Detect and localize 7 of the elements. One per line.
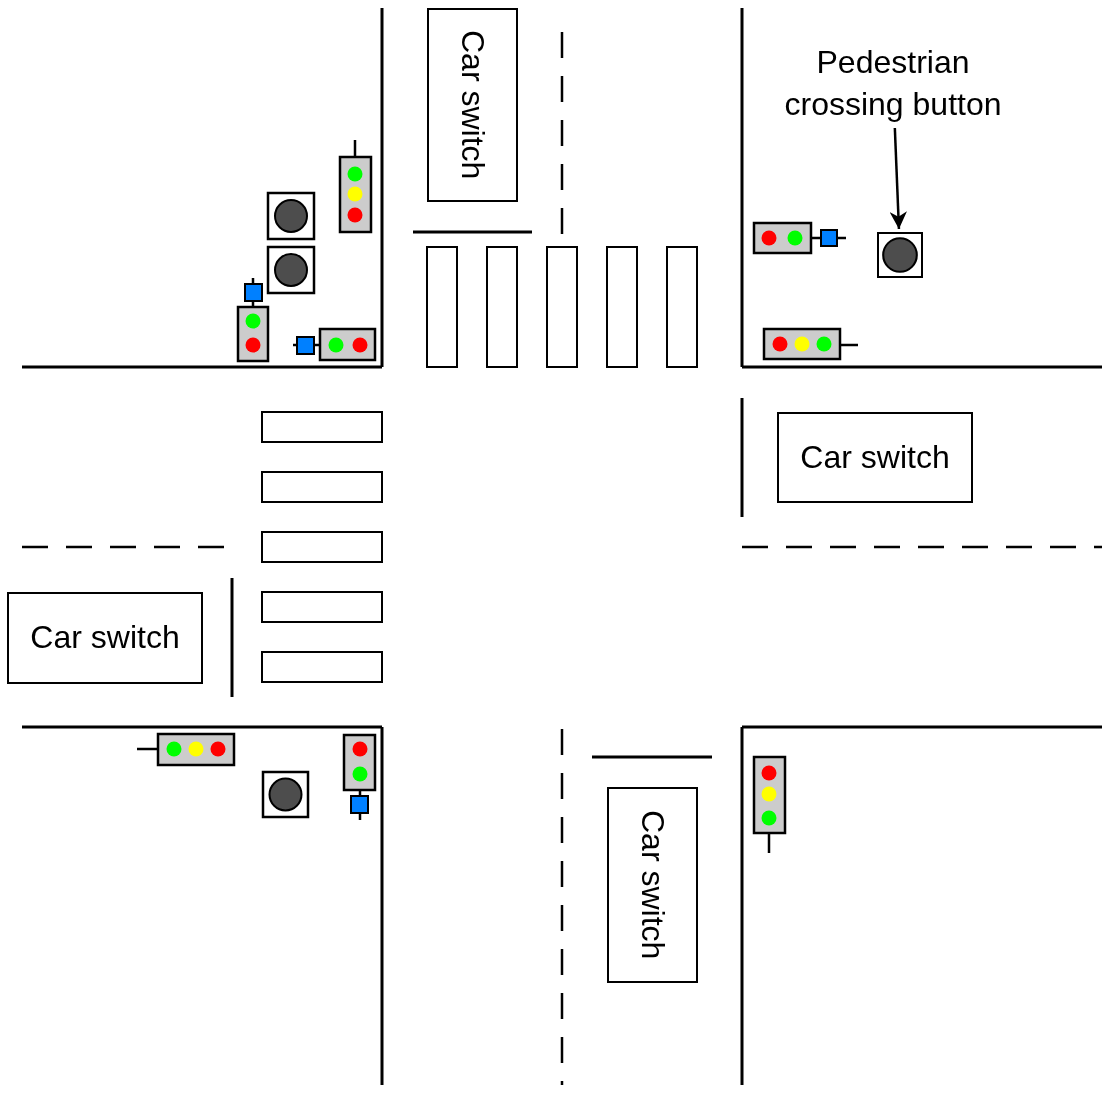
- car-switch-box: Car switch: [7, 592, 203, 684]
- car-switch-box: Car switch: [607, 787, 698, 983]
- leader-arrow: [889, 127, 907, 230]
- car-switch-box: Car switch: [777, 412, 973, 503]
- callout-label: Pedestrian crossing button: [762, 40, 1024, 126]
- car-switch-box: Car switch: [427, 8, 518, 202]
- push-button-icon: [877, 232, 923, 278]
